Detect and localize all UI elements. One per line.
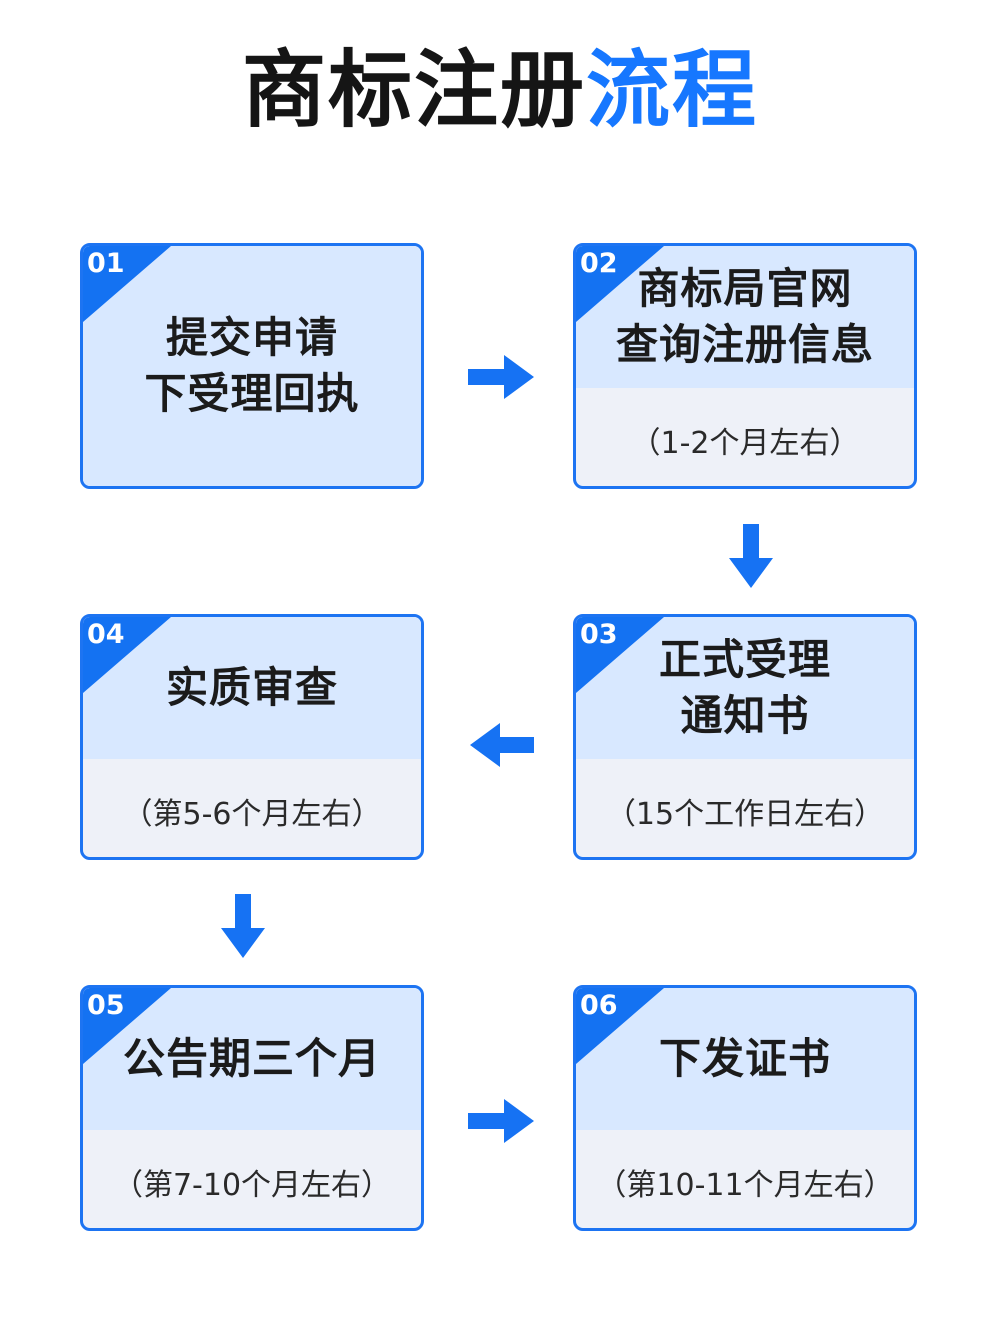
title-accent: 流程 (586, 41, 759, 139)
step-duration: （15个工作日左右） (605, 797, 885, 832)
step-card-5: 05 公告期三个月 （第7-10个月左右） (80, 985, 424, 1231)
step-card-1: 01 提交申请 下受理回执 (80, 243, 424, 489)
arrow-left-icon (466, 720, 536, 770)
step-title-line: 商标局官网 (637, 264, 853, 313)
step-card-6: 06 下发证书 （第10-11个月左右） (573, 985, 917, 1231)
arrow-down-icon (218, 892, 268, 960)
step-number: 06 (580, 990, 618, 1021)
step-title-line: 正式受理 (658, 635, 831, 684)
arrow-down-icon (726, 522, 776, 590)
step-title-area: 提交申请 下受理回执 (83, 246, 421, 486)
step-duration: （第7-10个月左右） (112, 1168, 392, 1203)
step-title-line: 下发证书 (658, 1034, 831, 1083)
step-number: 03 (580, 619, 618, 650)
arrow-right-icon (466, 352, 536, 402)
step-number: 04 (87, 619, 125, 650)
step-number: 01 (87, 248, 125, 279)
step-number: 05 (87, 990, 125, 1021)
step-number: 02 (580, 248, 618, 279)
step-card-3: 03 正式受理 通知书 （15个工作日左右） (573, 614, 917, 860)
step-title-line: 实质审查 (165, 663, 338, 712)
step-title-line: 查询注册信息 (615, 320, 874, 369)
step-title-line: 提交申请 (165, 313, 338, 362)
step-title-line: 下受理回执 (144, 369, 360, 418)
step-duration: （第10-11个月左右） (596, 1168, 894, 1203)
step-card-4: 04 实质审查 （第5-6个月左右） (80, 614, 424, 860)
page-title: 商标注册流程 (0, 40, 1000, 140)
step-card-2: 02 商标局官网 查询注册信息 （1-2个月左右） (573, 243, 917, 489)
step-duration: （1-2个月左右） (630, 426, 860, 461)
step-title-line: 通知书 (680, 691, 810, 740)
title-main: 商标注册 (241, 41, 586, 139)
arrow-right-icon (466, 1096, 536, 1146)
step-title-line: 公告期三个月 (122, 1034, 381, 1083)
step-duration: （第5-6个月左右） (122, 797, 382, 832)
